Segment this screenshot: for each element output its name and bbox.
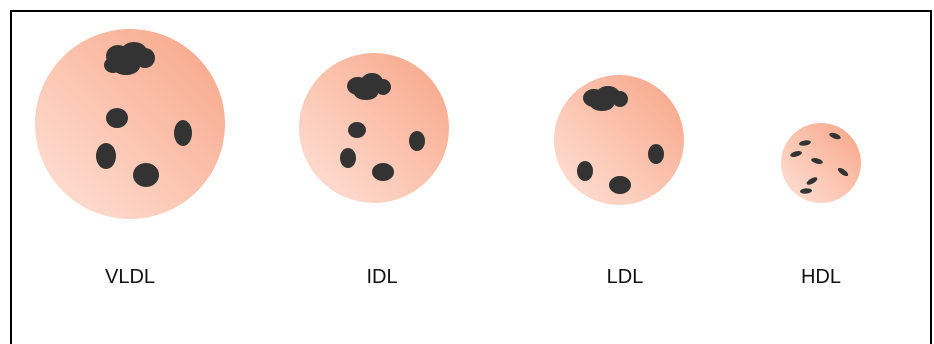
hdl-protein-blob [790,151,802,157]
hdl-protein-blob [800,188,812,194]
idl-apolipoprotein-blobs [340,73,425,181]
idl-sphere [299,53,449,203]
ldl-label: LDL [606,266,644,288]
hdl-protein-blob [829,132,841,140]
ldl-particle [554,75,684,205]
ldl-apolipoprotein-blobs [577,86,664,194]
idl-particle [299,53,449,203]
hdl-protein-blob [837,167,849,177]
idl-large-protein-blob [347,73,391,100]
vldl-apolipoprotein-blobs [96,42,192,187]
vldl-protein-blob [106,108,128,128]
hdl-protein-blob [806,177,818,185]
ldl-protein-blob [577,161,593,181]
vldl-sphere [35,29,225,219]
idl-protein-blob [409,131,425,151]
ldl-large-protein-blob [583,86,628,111]
hdl-particle [781,123,861,203]
idl-protein-blob [372,163,394,181]
vldl-protein-blob [96,143,116,169]
vldl-particle [35,29,225,219]
hdl-protein-blob [799,140,811,146]
idl-label: IDL [366,266,398,288]
idl-protein-blob [340,148,356,168]
vldl-label: VLDL [104,266,156,288]
hdl-label: HDL [800,266,842,288]
vldl-protein-blob [174,120,192,146]
hdl-protein-blob [811,158,823,164]
hdl-apolipoprotein-blobs [790,132,849,194]
vldl-protein-blob [133,163,159,187]
ldl-protein-blob [609,176,631,194]
vldl-large-protein-blob [104,42,155,75]
ldl-protein-blob [648,144,664,164]
idl-protein-blob [348,122,366,138]
